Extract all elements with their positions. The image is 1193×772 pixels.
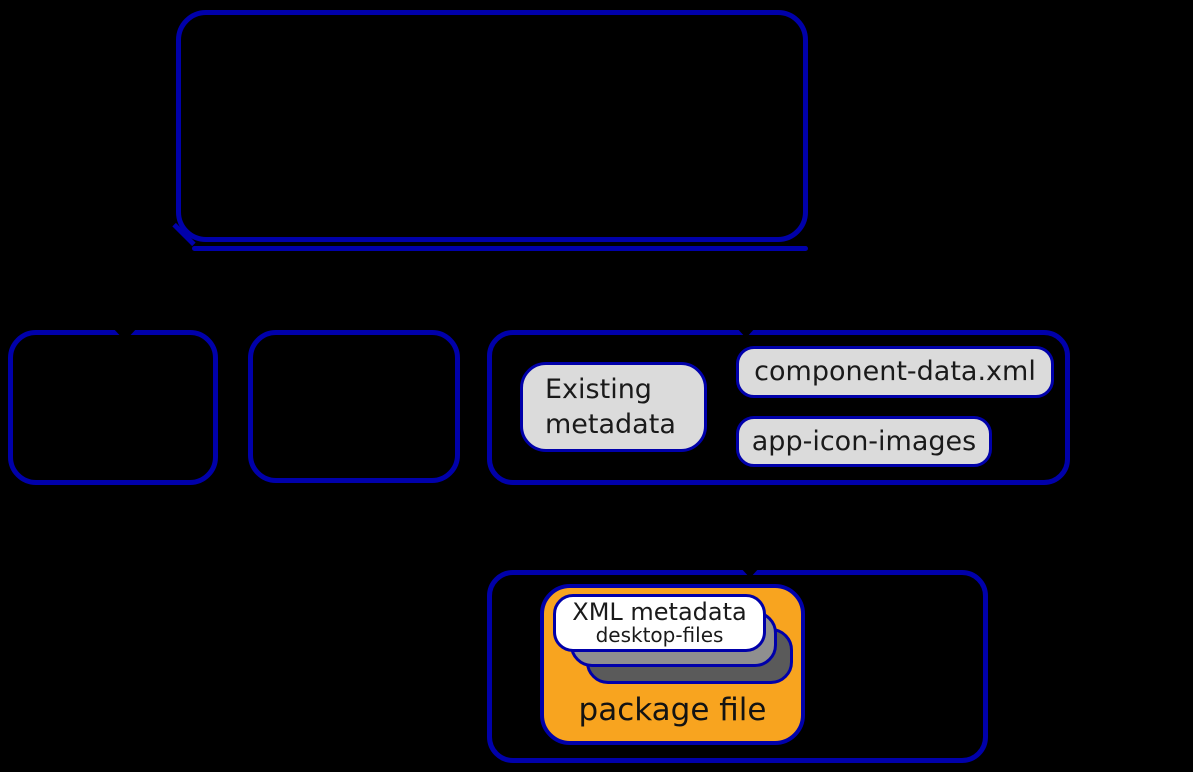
stack-label-xml-metadata: XML metadata — [572, 597, 747, 626]
stacked-files-card-front: XML metadata desktop-files — [553, 594, 766, 652]
stack-label-desktop-files: desktop-files — [595, 623, 724, 648]
middle-node-box — [248, 330, 460, 483]
file-node-app-icon-images: app-icon-images — [736, 416, 992, 467]
metadata-group-box — [487, 330, 1070, 485]
existing-metadata-node: Existing metadata — [520, 362, 707, 452]
file-node-component-data-xml: component-data.xml — [736, 346, 1054, 398]
arrowhead-notch-icon — [740, 567, 760, 578]
top-node-shadow-line — [192, 246, 808, 251]
package-file-label: package file — [578, 692, 767, 728]
left-node-box — [8, 330, 218, 485]
package-group-box — [487, 570, 988, 763]
arrowhead-notch-icon — [112, 327, 138, 341]
arrowhead-notch-icon — [736, 327, 756, 338]
top-node-box — [176, 10, 808, 242]
